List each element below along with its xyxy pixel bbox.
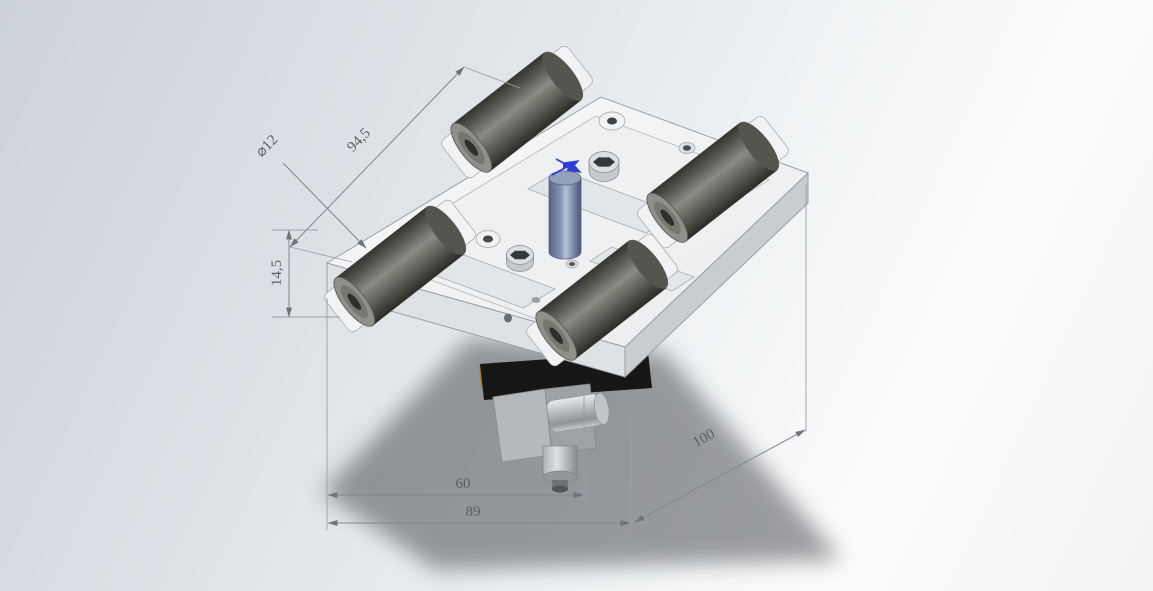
boss-top[interactable] [598, 111, 626, 131]
dimension-line [634, 429, 806, 523]
extension-line [463, 66, 521, 89]
dimension-label-89[interactable]: 89 [466, 504, 481, 520]
hex-bolt-lower[interactable] [506, 245, 534, 272]
boss-center-hole [483, 235, 493, 243]
roller-far-face [627, 239, 669, 289]
pulley-end-face [593, 392, 610, 425]
roller-bore [549, 327, 564, 344]
roller-upper-right[interactable] [640, 116, 786, 248]
extruder-assembly[interactable] [479, 352, 652, 493]
dimension-line [289, 66, 465, 248]
cylinder-body [548, 178, 582, 260]
dimension-label-60[interactable]: 60 [456, 476, 471, 492]
dimension-label-14-5[interactable]: 14,5 [269, 260, 285, 286]
blue-guide-cylinder[interactable] [548, 170, 582, 260]
nozzle-cylinder[interactable] [542, 445, 578, 493]
hole-small-front [531, 297, 541, 303]
front-face-hole [504, 313, 512, 323]
roller-lower-right[interactable] [529, 234, 675, 366]
pulley-cylinder[interactable] [546, 392, 611, 433]
roller-bore [660, 209, 675, 226]
boss-top-hole [607, 117, 617, 125]
leader-line [282, 162, 367, 249]
boss-center-left[interactable] [475, 230, 501, 248]
dimension-60: 60 [326, 298, 585, 530]
hole-upper-right[interactable] [678, 142, 696, 154]
extension-line [289, 246, 353, 263]
hex-socket [510, 250, 530, 260]
sketch-point [563, 163, 568, 168]
nozzle-tip [552, 480, 568, 489]
roller-far-face [738, 121, 780, 171]
hole-center [565, 259, 579, 269]
dimension-89: 89 [327, 410, 632, 529]
dimension-plate-height: 14,5 [269, 229, 340, 318]
roller-far-face [542, 51, 584, 101]
sketch-relation-arrows[interactable] [551, 158, 582, 176]
roller-bore [464, 139, 479, 156]
roller-bore [347, 293, 362, 310]
hole-bore [683, 145, 691, 151]
hex-bolt-upper[interactable] [588, 151, 620, 182]
hex-socket [593, 157, 615, 167]
nozzle-tip-face [552, 485, 568, 493]
